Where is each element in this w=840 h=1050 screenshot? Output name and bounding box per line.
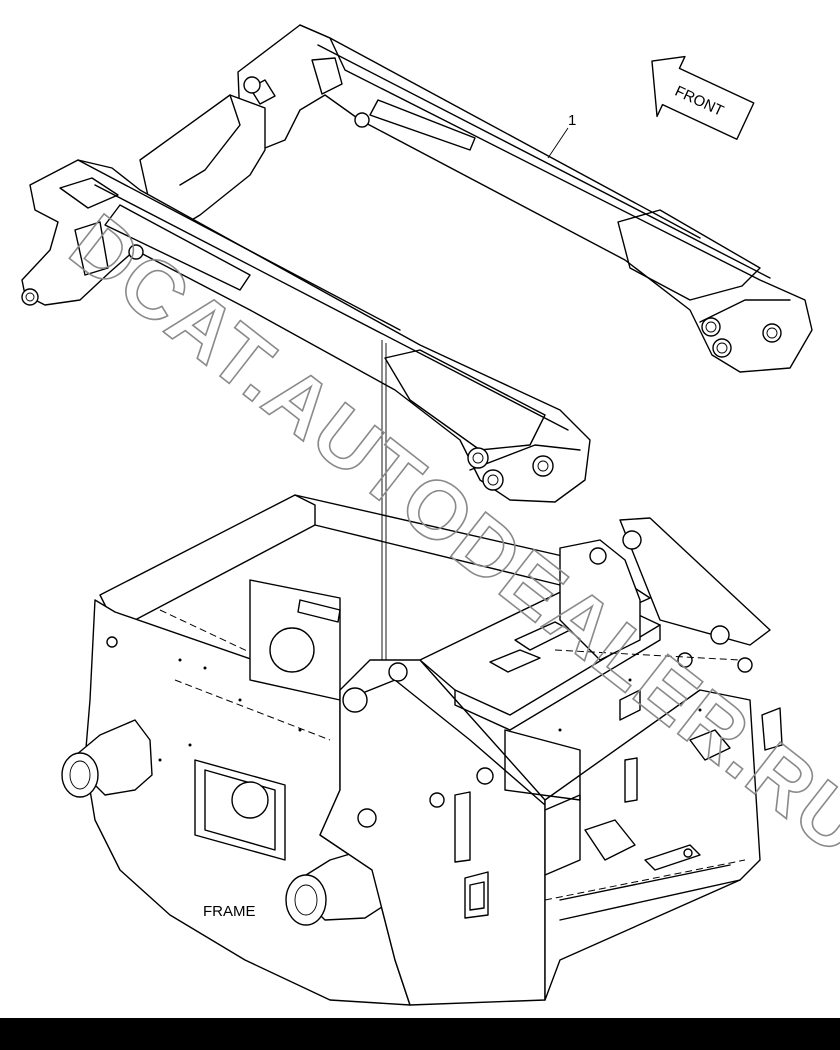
front-direction-arrow: FRONT	[651, 55, 755, 140]
leader-lines	[381, 127, 569, 665]
machine-frame	[61, 494, 783, 1006]
frame-label: FRAME	[203, 903, 256, 920]
part-number-label: 1	[568, 112, 576, 129]
bottom-black-bar	[0, 1018, 840, 1050]
rivet-dots	[158, 658, 702, 762]
lift-arm-assembly	[21, 24, 813, 503]
